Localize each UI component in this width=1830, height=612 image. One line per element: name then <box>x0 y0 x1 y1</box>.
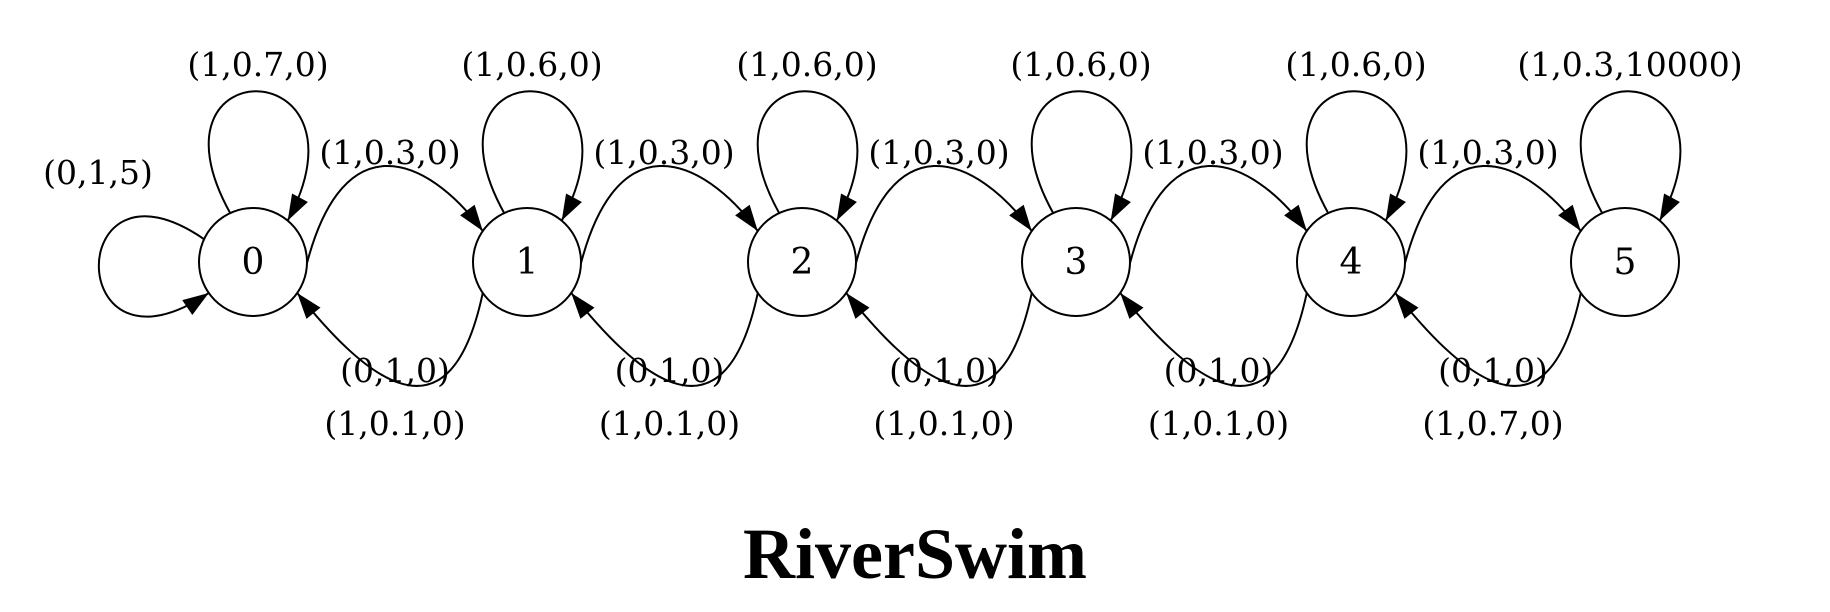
forward-edge-arrowhead-3-4 <box>1284 204 1307 232</box>
state-node-4 <box>1296 207 1406 317</box>
backward-edge-3-2 <box>845 292 1033 387</box>
forward-edge-label-2-3: (1,0.3,0) <box>868 133 1009 172</box>
backward-edge-label-1-0: (1,0.1,0) <box>324 404 465 443</box>
state-label-1: 1 <box>516 242 539 283</box>
state-label-2: 2 <box>791 242 814 283</box>
forward-edge-label-0-1: (1,0.3,0) <box>319 133 460 172</box>
backward-edge-label-3-2: (0,1,0) <box>889 351 999 390</box>
forward-edge-1-2 <box>574 165 759 286</box>
forward-edge-2-3 <box>849 165 1033 286</box>
self-loop-arrowhead-4 <box>1385 193 1406 221</box>
self-loop-label-2: (1,0.6,0) <box>736 45 877 84</box>
forward-edge-label-3-4: (1,0.3,0) <box>1142 133 1283 172</box>
forward-edge-arrowhead-0-1 <box>460 204 483 232</box>
backward-edge-label-4-3: (1,0.1,0) <box>1148 404 1289 443</box>
self-loop-arrowhead-1 <box>561 193 582 221</box>
forward-edge-3-4 <box>1123 165 1308 286</box>
self-loop-arrowhead-5 <box>1659 193 1680 221</box>
state-label-3: 3 <box>1065 242 1088 283</box>
backward-edge-arrowhead-1-0 <box>297 292 321 319</box>
self-loop-arrowhead-0 <box>287 193 308 221</box>
backward-edge-arrowhead-4-3 <box>1120 292 1144 319</box>
backward-edge-5-4 <box>1394 292 1582 387</box>
self-loop-left-arrowhead-0 <box>182 292 209 316</box>
forward-edge-arrowhead-4-5 <box>1558 204 1581 232</box>
diagram-title: RiverSwim <box>743 514 1087 594</box>
state-label-0: 0 <box>242 242 265 283</box>
state-node-0 <box>198 207 308 317</box>
backward-edge-1-0 <box>296 292 484 387</box>
backward-edge-arrowhead-5-4 <box>1395 292 1419 319</box>
backward-edge-arrowhead-2-1 <box>571 292 595 319</box>
state-label-4: 4 <box>1340 242 1363 283</box>
self-loop-label-5: (1,0.3,10000) <box>1517 45 1742 84</box>
backward-edge-label-5-4: (0,1,0) <box>1438 351 1548 390</box>
forward-edge-arrowhead-2-3 <box>1009 204 1032 232</box>
state-label-5: 5 <box>1614 242 1637 283</box>
backward-edge-4-3 <box>1119 292 1308 387</box>
self-loop-label-0: (1,0.7,0) <box>187 45 328 84</box>
state-node-5 <box>1570 207 1680 317</box>
forward-edge-0-1 <box>300 165 484 286</box>
state-node-3 <box>1021 207 1131 317</box>
backward-edge-2-1 <box>570 292 759 387</box>
backward-edge-label-4-3: (0,1,0) <box>1164 351 1274 390</box>
self-loop-label-1: (1,0.6,0) <box>461 45 602 84</box>
backward-edge-label-2-1: (0,1,0) <box>615 351 725 390</box>
state-node-2 <box>747 207 857 317</box>
backward-edge-arrowhead-3-2 <box>846 292 870 319</box>
forward-edge-arrowhead-1-2 <box>735 204 758 232</box>
self-loop-5 <box>1579 90 1682 222</box>
self-loop-arrowhead-3 <box>1110 193 1131 221</box>
self-loop-left-label-0: (0,1,5) <box>43 153 153 192</box>
backward-edge-label-1-0: (0,1,0) <box>340 351 450 390</box>
self-loop-2 <box>756 90 859 222</box>
forward-edge-label-4-5: (1,0.3,0) <box>1417 133 1558 172</box>
backward-edge-label-5-4: (1,0.7,0) <box>1422 404 1563 443</box>
self-loop-1 <box>481 90 584 222</box>
self-loop-3 <box>1030 90 1133 222</box>
self-loop-left-0 <box>97 215 210 318</box>
self-loop-label-4: (1,0.6,0) <box>1285 45 1426 84</box>
self-loop-arrowhead-2 <box>836 193 857 221</box>
backward-edge-label-2-1: (1,0.1,0) <box>599 404 740 443</box>
self-loop-label-3: (1,0.6,0) <box>1010 45 1151 84</box>
forward-edge-4-5 <box>1398 165 1582 286</box>
forward-edge-label-1-2: (1,0.3,0) <box>593 133 734 172</box>
self-loop-4 <box>1305 90 1408 222</box>
self-loop-0 <box>207 90 310 222</box>
state-node-1 <box>472 207 582 317</box>
backward-edge-label-3-2: (1,0.1,0) <box>873 404 1014 443</box>
